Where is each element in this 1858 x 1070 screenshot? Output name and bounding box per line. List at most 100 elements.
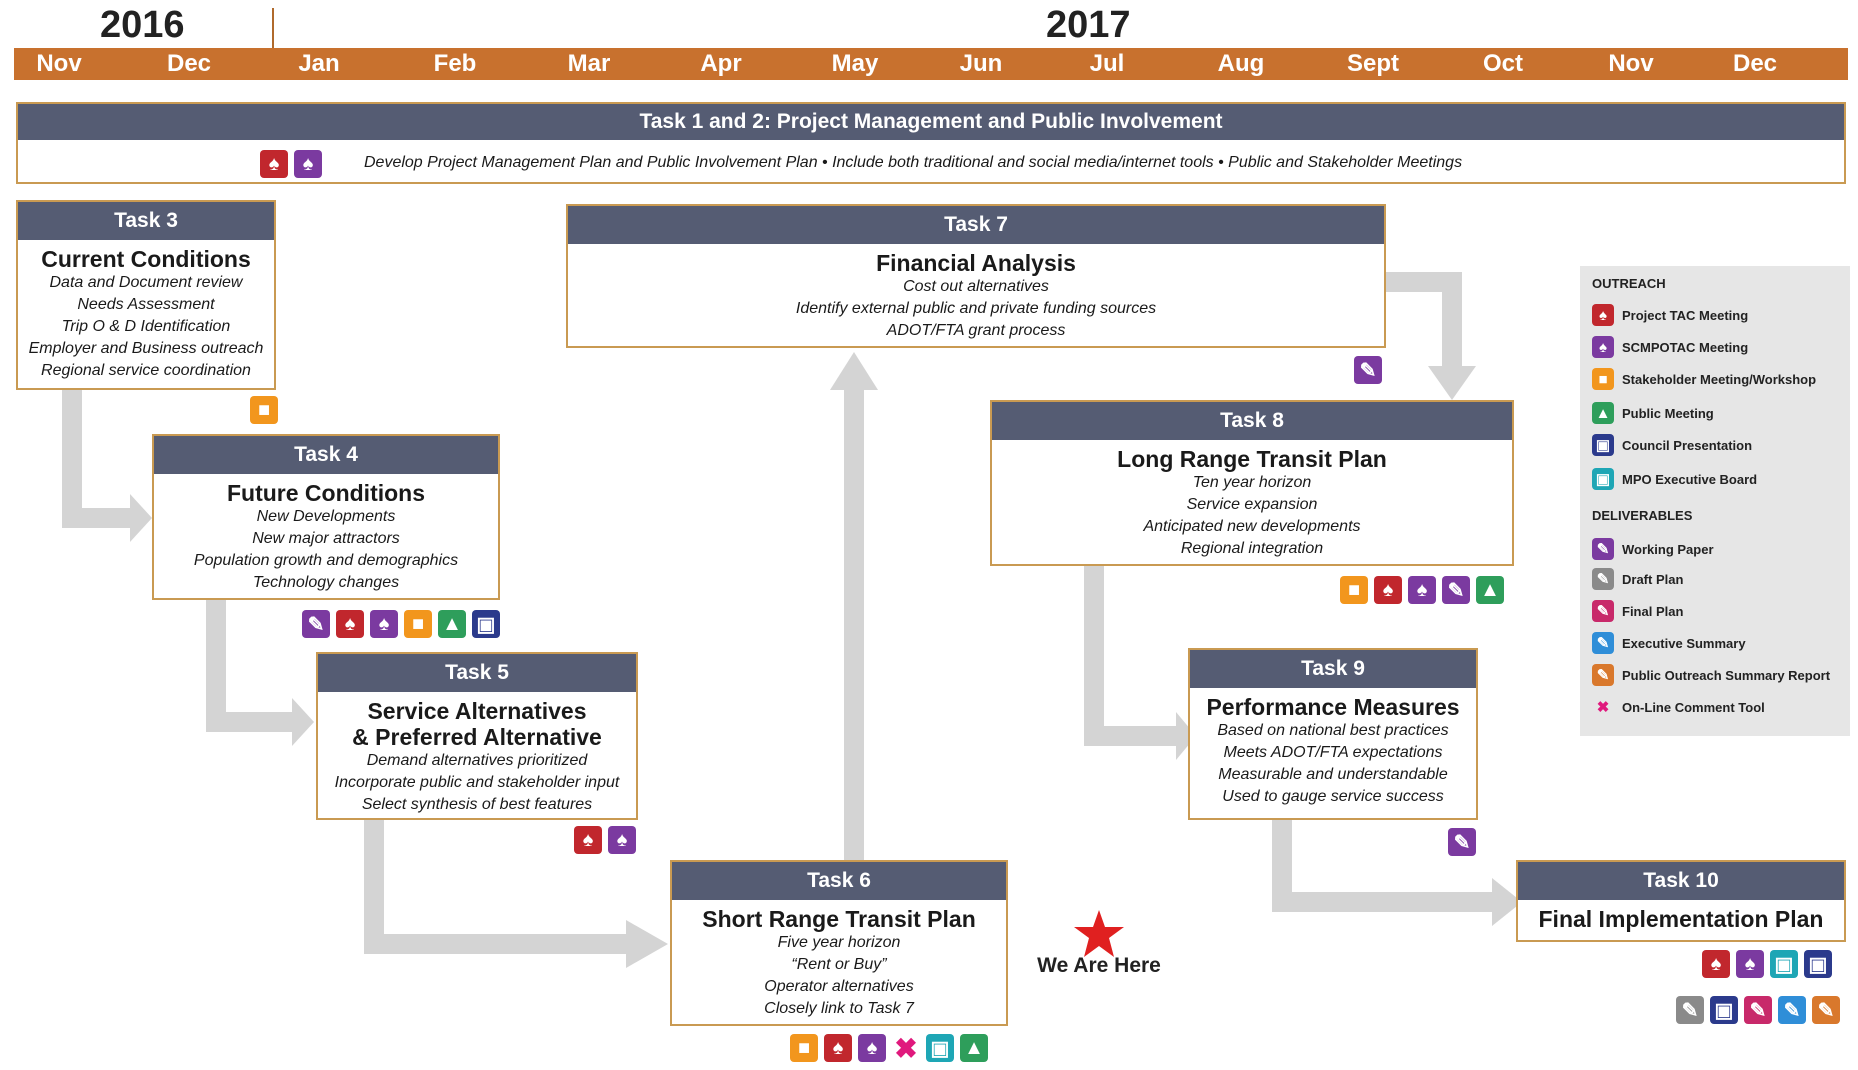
task-8-icons: ■ ♠ ♠ ✎ ▲ xyxy=(1340,576,1504,604)
task-9-icons: ✎ xyxy=(1448,828,1476,856)
public-meeting-icon: ▲ xyxy=(1592,402,1614,424)
task-1-2-title: Task 1 and 2: Project Management and Pub… xyxy=(18,104,1844,140)
legend: OUTREACH ♠ Project TAC Meeting ♠ SCMPOTAC … xyxy=(1580,266,1850,736)
task-6-line: “Rent or Buy” xyxy=(791,956,887,973)
task-6-box: Task 6 Short Range Transit Plan Five yea… xyxy=(670,860,1008,1026)
arrow-t4-t5 xyxy=(206,598,226,732)
arrow-t8-t9-head xyxy=(1176,712,1196,760)
task-7-title: Financial Analysis xyxy=(876,250,1076,276)
task-10-box: Task 10 Final Implementation Plan xyxy=(1516,860,1846,942)
month-label: Jul xyxy=(1089,50,1125,77)
task-3-label: Task 3 xyxy=(18,202,274,240)
final-plan-icon: ✎ xyxy=(1592,600,1614,622)
arrow-t5-t6-head xyxy=(626,920,668,968)
draft-plan-icon: ✎ xyxy=(1676,996,1704,1024)
council-presentation-icon: ▣ xyxy=(472,610,500,638)
project-tac-meeting-icon: ♠ xyxy=(824,1034,852,1062)
project-tac-meeting-icon: ♠ xyxy=(1374,576,1402,604)
task-4-label: Task 4 xyxy=(154,436,498,474)
task-7-icons: ✎ xyxy=(1354,356,1382,384)
month-label: Nov xyxy=(36,50,82,77)
project-tac-meeting-icon: ♠ xyxy=(260,150,288,178)
project-tac-meeting-icon: ♠ xyxy=(1592,304,1614,326)
task-8-line: Service expansion xyxy=(1186,496,1318,513)
task-5-title-2: & Preferred Alternative xyxy=(352,724,602,750)
month-label: Jun xyxy=(959,50,1003,77)
scmpotac-meeting-icon: ♠ xyxy=(294,150,322,178)
task-6-icons: ■ ♠ ♠ ✖ ▣ ▲ xyxy=(790,1033,988,1064)
scmpotac-meeting-icon: ♠ xyxy=(1408,576,1436,604)
month-label: Oct xyxy=(1482,50,1523,77)
arrow-t6-t7 xyxy=(844,384,864,860)
arrow-t9-t10 xyxy=(1272,820,1292,912)
task-9-line: Measurable and understandable xyxy=(1218,766,1448,783)
task-8-title: Long Range Transit Plan xyxy=(1117,446,1387,472)
scmpotac-meeting-icon: ♠ xyxy=(1736,950,1764,978)
legend-label: Working Paper xyxy=(1622,541,1714,557)
arrow-t3-t4 xyxy=(62,388,82,528)
task-4-icons: ✎ ♠ ♠ ■ ▲ ▣ xyxy=(302,610,500,638)
public-meeting-icon: ▲ xyxy=(1476,576,1504,604)
council-presentation-icon: ▣ xyxy=(1710,996,1738,1024)
scmpotac-meeting-icon: ♠ xyxy=(858,1034,886,1062)
online-comment-tool-icon: ✖ xyxy=(1596,699,1610,716)
legend-item: ■Stakeholder Meeting/Workshop xyxy=(1592,368,1816,390)
task-3-line: Regional service coordination xyxy=(41,362,251,379)
month-label: Jan xyxy=(298,50,340,77)
arrow-t5-t6-h xyxy=(364,934,628,954)
task-6-line: Operator alternatives xyxy=(764,978,914,995)
task-1-2-icons: ♠ ♠ xyxy=(260,150,322,178)
task-6-line: Closely link to Task 7 xyxy=(764,1000,914,1017)
task-10-icons-row-2: ✎ ▣ ✎ ✎ ✎ xyxy=(1676,996,1840,1024)
scmpotac-meeting-icon: ♠ xyxy=(370,610,398,638)
project-tac-meeting-icon: ♠ xyxy=(574,826,602,854)
task-6-title: Short Range Transit Plan xyxy=(702,906,976,932)
legend-label: Executive Summary xyxy=(1622,635,1746,651)
legend-label: Public Outreach Summary Report xyxy=(1622,667,1831,683)
task-3-line: Needs Assessment xyxy=(77,296,215,313)
task-8-label: Task 8 xyxy=(992,402,1512,440)
arrow-t7-t8 xyxy=(1442,272,1462,368)
stakeholder-meeting-icon: ■ xyxy=(250,396,278,424)
task-5-line: Demand alternatives prioritized xyxy=(366,752,588,769)
task-4-line: New major attractors xyxy=(252,530,400,547)
legend-deliverables-heading: DELIVERABLES xyxy=(1592,508,1693,523)
mpo-executive-board-icon: ▣ xyxy=(926,1034,954,1062)
task-5-line: Incorporate public and stakeholder input xyxy=(334,774,620,791)
arrow-t3-t4-h xyxy=(62,508,132,528)
task-5-icons: ♠ ♠ xyxy=(574,826,636,854)
stakeholder-meeting-icon: ■ xyxy=(1340,576,1368,604)
council-presentation-icon: ▣ xyxy=(1804,950,1832,978)
legend-item: ▣MPO Executive Board xyxy=(1592,468,1757,490)
task-6-label: Task 6 xyxy=(672,862,1006,900)
task-3-line: Employer and Business outreach xyxy=(28,340,264,357)
legend-label: Project TAC Meeting xyxy=(1622,307,1749,323)
public-outreach-summary-report-icon: ✎ xyxy=(1812,996,1840,1024)
scmpotac-meeting-icon: ♠ xyxy=(608,826,636,854)
month-label: Dec xyxy=(166,50,212,77)
project-tac-meeting-icon: ♠ xyxy=(1702,950,1730,978)
task-4-line: New Developments xyxy=(256,508,396,525)
stakeholder-meeting-icon: ■ xyxy=(404,610,432,638)
year-divider xyxy=(272,8,274,80)
month-label: May xyxy=(831,50,879,77)
task-5-label: Task 5 xyxy=(318,654,636,692)
legend-outreach-heading: OUTREACH xyxy=(1592,276,1666,291)
task-4-line: Population growth and demographics xyxy=(193,552,459,569)
arrow-t7-t8-head xyxy=(1428,366,1476,400)
legend-item: ✎Working Paper xyxy=(1592,538,1714,560)
month-label: Sept xyxy=(1346,50,1399,77)
task-10-label: Task 10 xyxy=(1518,862,1844,900)
draft-plan-icon: ✎ xyxy=(1592,568,1614,590)
legend-item: ✖ On-Line Comment Tool xyxy=(1592,696,1765,718)
arrow-t4-t5-head xyxy=(292,698,314,746)
legend-label: Stakeholder Meeting/Workshop xyxy=(1622,371,1817,387)
task-9-line: Based on national best practices xyxy=(1217,722,1449,739)
executive-summary-icon: ✎ xyxy=(1778,996,1806,1024)
legend-item: ♠ Project TAC Meeting xyxy=(1592,304,1748,326)
we-are-here-label: We Are Here xyxy=(1037,954,1161,977)
legend-label: On-Line Comment Tool xyxy=(1622,699,1765,715)
legend-label: SCMPOTAC Meeting xyxy=(1622,339,1749,355)
project-tac-meeting-icon: ♠ xyxy=(336,610,364,638)
working-paper-icon: ✎ xyxy=(1442,576,1470,604)
